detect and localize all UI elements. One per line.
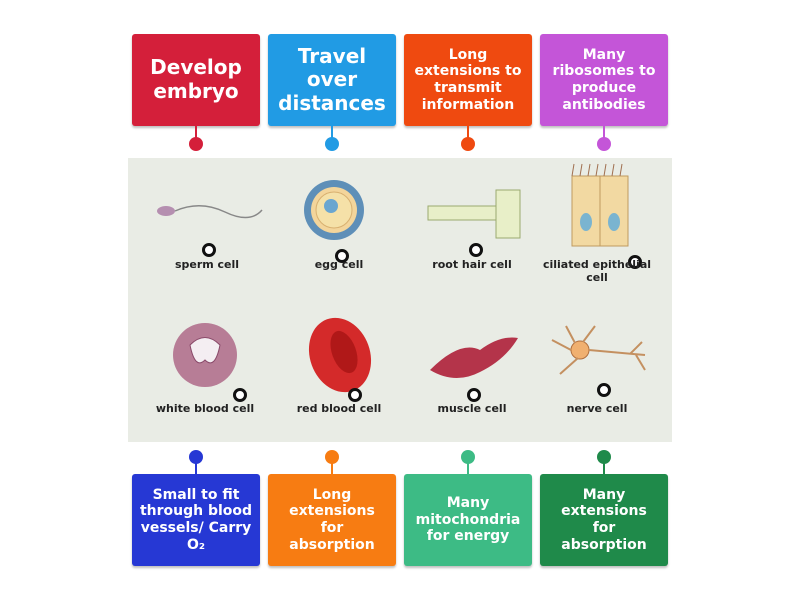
drop-target-ciliated-epithelial-cell[interactable]: [628, 255, 642, 269]
pin-dot: [461, 137, 475, 151]
pin-line: [195, 126, 197, 140]
card-many-mitochondria[interactable]: Many mitochondria for energy: [404, 474, 532, 566]
ciliated-epithelial-cell-image: [571, 163, 629, 247]
pin-dot: [461, 450, 475, 464]
egg-cell-image: [304, 180, 364, 240]
label-muscle-cell: muscle cell: [437, 402, 507, 415]
pin-dot: [325, 450, 339, 464]
label-sperm-cell: sperm cell: [174, 258, 240, 271]
drop-target-nerve-cell[interactable]: [597, 383, 611, 397]
pin-dot: [189, 137, 203, 151]
pin-dot: [189, 450, 203, 464]
nerve-cell-image: [551, 325, 646, 375]
label-egg-cell: egg cell: [314, 258, 364, 271]
label-red-blood-cell: red blood cell: [296, 402, 382, 415]
pin-line: [467, 461, 469, 475]
label-nerve-cell: nerve cell: [566, 402, 628, 415]
muscle-cell-image: [430, 337, 518, 379]
card-many-extensions-absorption[interactable]: Many extensions for absorption: [540, 474, 668, 566]
drop-target-muscle-cell[interactable]: [467, 388, 481, 402]
pin-line: [603, 126, 605, 140]
card-long-extensions-absorption[interactable]: Long extensions for absorption: [268, 474, 396, 566]
red-blood-cell-image: [308, 317, 372, 393]
pin-dot: [597, 137, 611, 151]
pin-dot: [597, 450, 611, 464]
pin-line: [467, 126, 469, 140]
card-small-carry-oxygen[interactable]: Small to fit through blood vessels/ Carr…: [132, 474, 260, 566]
card-travel-over-distances[interactable]: Travel over distances: [268, 34, 396, 126]
label-white-blood-cell: white blood cell: [155, 402, 255, 415]
white-blood-cell-image: [173, 323, 237, 387]
pin-line: [331, 126, 333, 140]
drop-target-white-blood-cell[interactable]: [233, 388, 247, 402]
drop-target-sperm-cell[interactable]: [202, 243, 216, 257]
card-long-extensions-transmit[interactable]: Long extensions to transmit information: [404, 34, 532, 126]
drop-target-red-blood-cell[interactable]: [348, 388, 362, 402]
card-many-ribosomes[interactable]: Many ribosomes to produce antibodies: [540, 34, 668, 126]
card-develop-embryo[interactable]: Develop embryo: [132, 34, 260, 126]
pin-line: [603, 461, 605, 475]
drop-target-root-hair-cell[interactable]: [469, 243, 483, 257]
pin-line: [195, 461, 197, 475]
pin-line: [331, 461, 333, 475]
drop-target-egg-cell[interactable]: [335, 249, 349, 263]
root-hair-cell-image: [427, 189, 521, 239]
label-root-hair-cell: root hair cell: [432, 258, 512, 271]
pin-dot: [325, 137, 339, 151]
label-ciliated-epithelial-cell: ciliated epithelial cell: [542, 258, 652, 284]
sperm-cell-image: [157, 205, 263, 219]
